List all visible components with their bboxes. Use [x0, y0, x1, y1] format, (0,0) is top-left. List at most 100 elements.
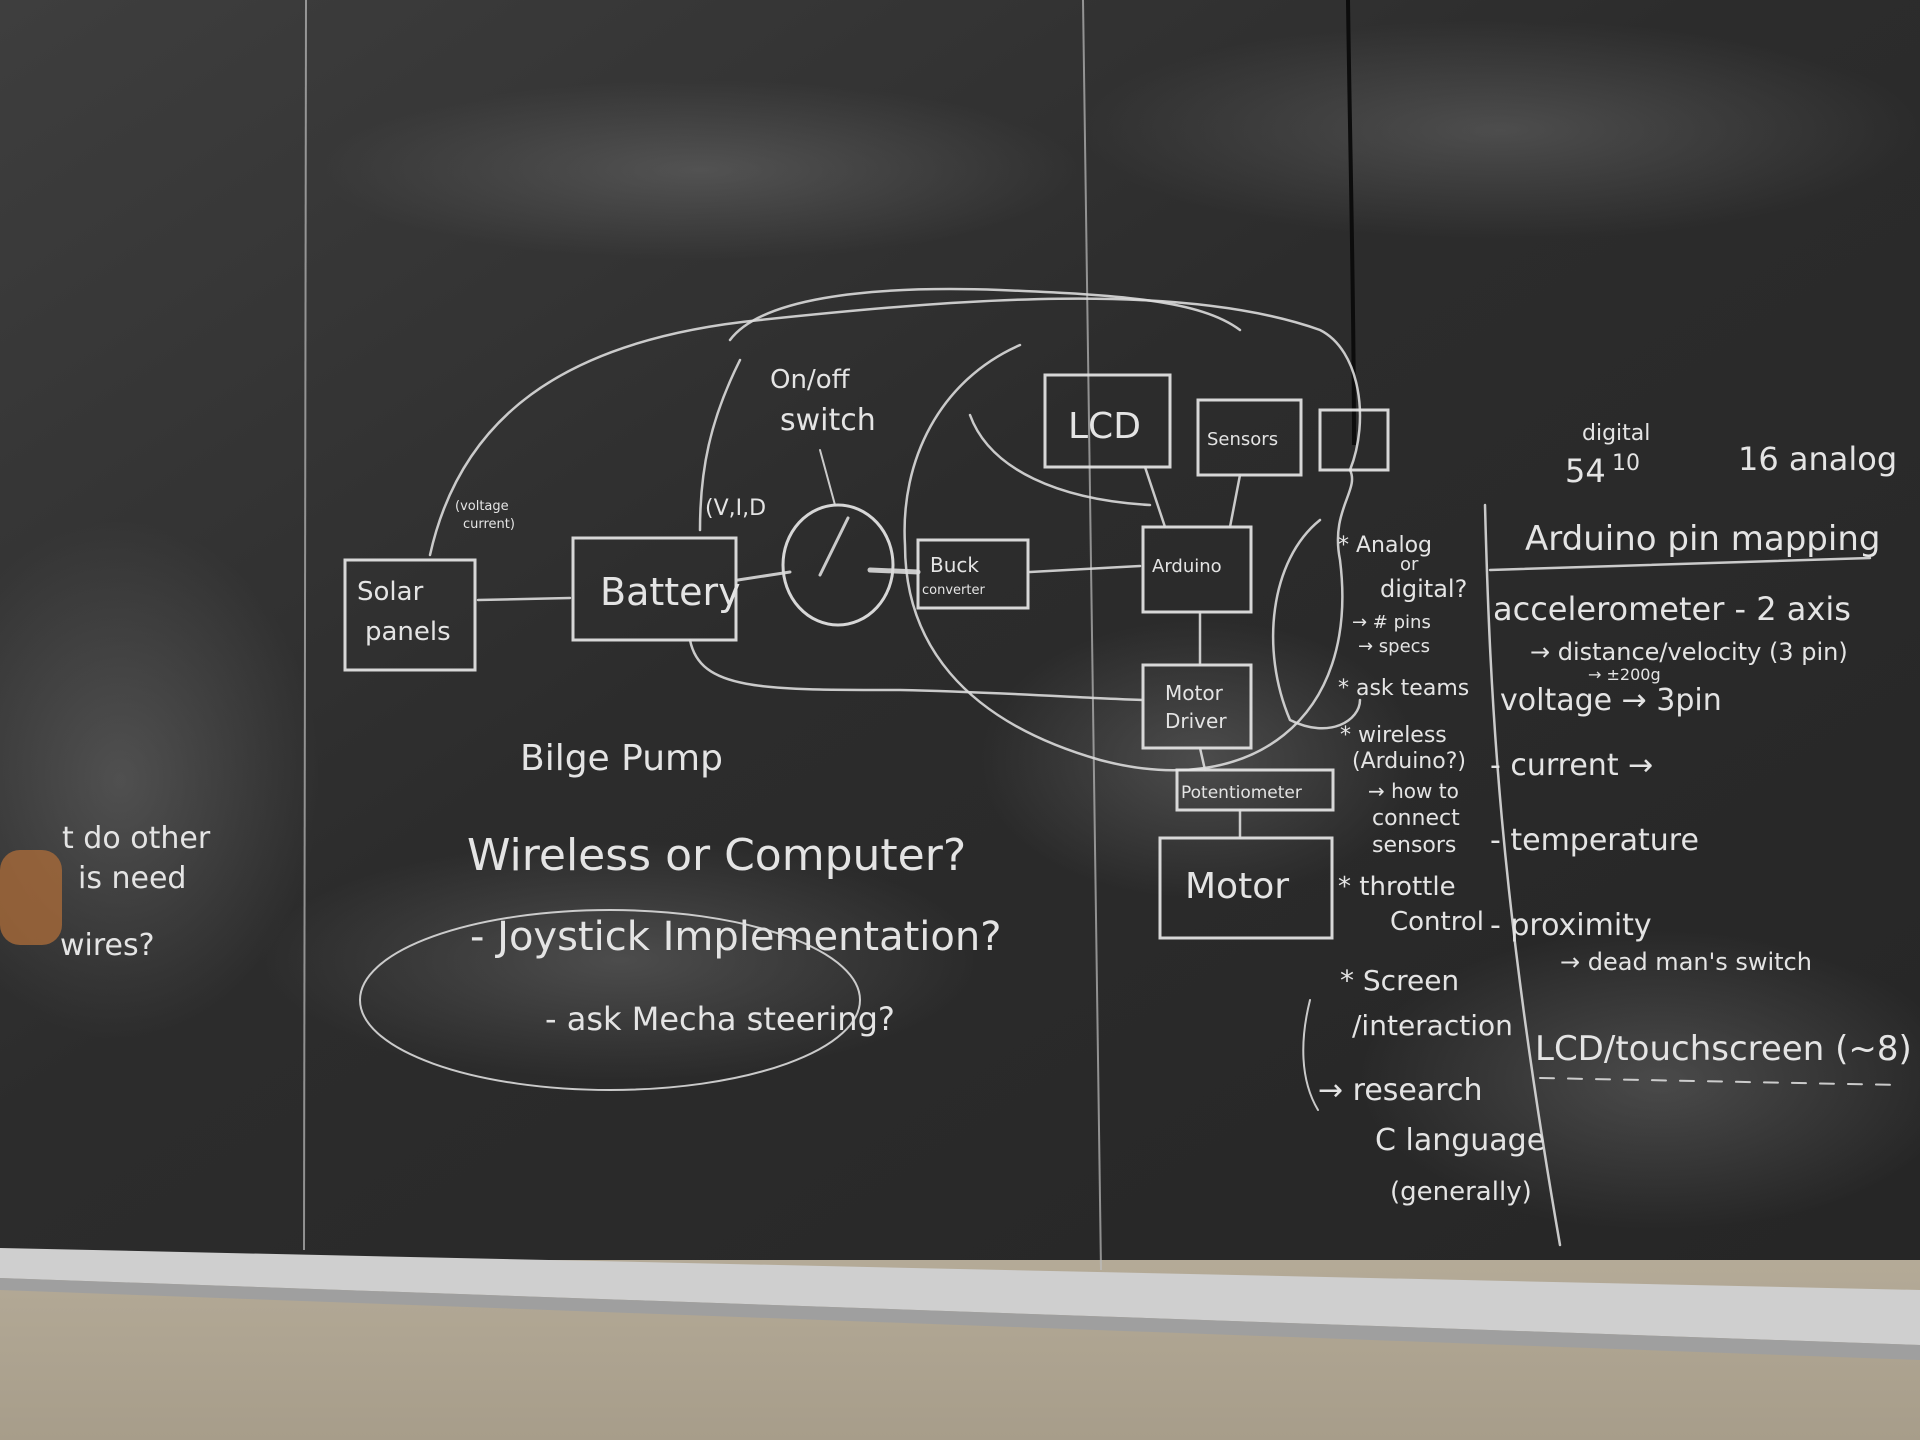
q-analog-3: digital? [1380, 575, 1467, 603]
box-cord-square [1318, 408, 1390, 472]
pin-distance: → distance/velocity (3 pin) [1530, 638, 1848, 666]
outer-wire-inner [698, 358, 742, 532]
label-potentiometer: Potentiometer [1181, 783, 1302, 803]
pin-lcd-dashes [1539, 1077, 1901, 1086]
q-wireless-5: sensors [1372, 833, 1456, 858]
wire-driver-pot [1198, 746, 1207, 772]
label-switch-2: switch [780, 403, 876, 438]
outer-wire-mid [728, 287, 1242, 342]
note-bilge-pump: Bilge Pump [520, 738, 723, 779]
label-analog-count: 16 analog [1738, 440, 1897, 478]
panel-seam-left [303, 0, 307, 1251]
wire-buck-arduino [1028, 564, 1142, 574]
wire-switch-label [819, 449, 836, 506]
q-wireless-1: * wireless [1340, 723, 1447, 748]
label-digital-header: digital [1582, 421, 1650, 446]
notes-center: Bilge Pump Wireless or Computer? - Joyst… [359, 738, 1001, 1091]
pin-dead-man: → dead man's switch [1560, 948, 1812, 976]
pin-accelerometer: accelerometer - 2 axis [1493, 590, 1851, 628]
left-fragment-2: is need [78, 861, 186, 896]
q-wireless-3: → how to [1368, 779, 1459, 803]
q-research-3: (generally) [1390, 1177, 1532, 1207]
box-lcd [1043, 373, 1172, 469]
chalk-tray-shadow [0, 1278, 1920, 1360]
pin-title: Arduino pin mapping [1525, 519, 1880, 559]
wire-solar-battery [476, 596, 572, 602]
label-voltage-current-1: (voltage [455, 499, 509, 514]
pin-temperature: - temperature [1490, 823, 1699, 858]
far-left-notes: t do other is need wires? [0, 821, 211, 963]
q-research-1: → research [1318, 1073, 1482, 1108]
q-throttle-2: Control [1390, 907, 1484, 937]
chalk-tray [0, 1248, 1920, 1345]
q-analog-2: or [1400, 554, 1419, 575]
q-wireless-2: (Arduino?) [1352, 749, 1466, 774]
label-solar-2: panels [365, 617, 451, 647]
box-battery [571, 536, 738, 642]
label-motor: Motor [1185, 866, 1289, 907]
q-specs: → specs [1358, 636, 1430, 657]
label-lcd: LCD [1068, 406, 1141, 447]
label-battery: Battery [600, 570, 741, 614]
label-voltage-current-2: current) [463, 517, 515, 532]
q-pins: → # pins [1352, 612, 1431, 633]
q-wireless-4: connect [1372, 806, 1460, 831]
pin-title-underline [1488, 556, 1872, 572]
label-arduino: Arduino [1152, 556, 1222, 577]
note-joystick: - Joystick Implementation? [470, 914, 1001, 960]
label-solar-1: Solar [357, 577, 424, 607]
label-buck-1: Buck [930, 553, 979, 577]
box-sensors [1196, 398, 1303, 477]
research-bracket [1302, 999, 1319, 1111]
question-list: * Analog or digital? → # pins → specs * … [1302, 533, 1545, 1207]
label-motor-driver-1: Motor [1165, 681, 1224, 705]
label-sensors: Sensors [1207, 429, 1278, 450]
q-analog-1: * Analog [1338, 533, 1432, 558]
pin-mapping: Arduino pin mapping accelerometer - 2 ax… [1488, 519, 1912, 1086]
switch-circle [781, 503, 895, 627]
outer-wire-top [428, 297, 1362, 557]
box-arduino [1141, 525, 1253, 614]
q-research-2: C language [1375, 1123, 1545, 1158]
hanging-cord [1346, 0, 1356, 446]
loop-right [1271, 518, 1362, 730]
label-digital-count: 54 [1565, 452, 1606, 490]
label-motor-driver-2: Driver [1165, 709, 1227, 733]
eraser-smudges [0, 20, 1920, 1230]
wire-sensors-arduino [1228, 473, 1242, 529]
loop-around-arduino [903, 343, 1354, 772]
box-solar-panels [343, 558, 477, 672]
left-fragment-1: t do other [62, 821, 211, 856]
label-buck-2: converter [922, 583, 985, 598]
box-potentiometer [1175, 768, 1335, 812]
label-switch-1: On/off [770, 365, 851, 395]
pin-voltage: voltage → 3pin [1500, 683, 1722, 718]
wire-battery-switch [736, 570, 792, 582]
wire-battery-driver [688, 638, 1145, 702]
pin-proximity: - proximity [1490, 908, 1652, 943]
label-digital-sup: 10 [1612, 451, 1640, 476]
system-diagram: Solar panels Battery Buck converter LCD … [343, 287, 1897, 940]
panel-seam-center [1082, 0, 1102, 1271]
q-throttle-1: * throttle [1338, 872, 1456, 902]
column-divider [1483, 503, 1562, 1247]
note-wireless: Wireless or Computer? [467, 830, 966, 881]
pin-current: - current → [1490, 748, 1653, 783]
left-fragment-3: wires? [60, 928, 155, 963]
wire-lcd-arduino [1143, 465, 1167, 529]
box-motor-driver [1141, 663, 1253, 750]
loop-lcd [968, 413, 1152, 507]
note-circle [359, 909, 861, 1091]
pin-lcd: LCD/touchscreen (~8) [1535, 1029, 1912, 1069]
wire-switch-buck [867, 567, 921, 575]
blurred-hand [0, 850, 62, 945]
switch-lever [818, 516, 850, 577]
q-screen-2: /interaction [1352, 1009, 1513, 1042]
box-motor [1158, 836, 1334, 940]
note-mecha: - ask Mecha steering? [545, 1000, 895, 1038]
q-screen-1: * Screen [1340, 964, 1459, 997]
pin-200g: → ±200g [1588, 665, 1661, 684]
label-vid: (V,I,D [705, 496, 766, 521]
q-ask-teams: * ask teams [1338, 676, 1469, 701]
